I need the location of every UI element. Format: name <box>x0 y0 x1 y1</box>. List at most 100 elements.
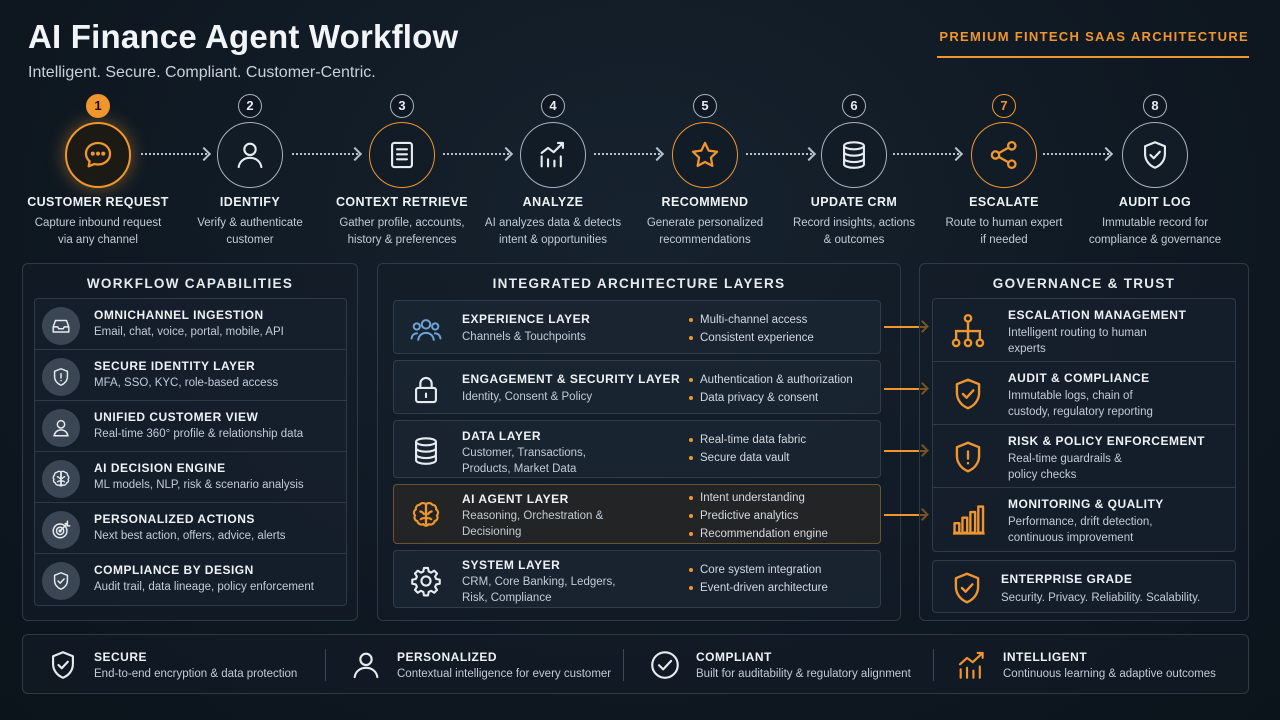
layer-name: AI AGENT LAYER <box>462 492 569 506</box>
document-icon <box>391 141 413 169</box>
governance-escalation-management[interactable]: ESCALATION MANAGEMENT Intelligent routin… <box>933 299 1235 362</box>
capability-name: COMPLIANCE BY DESIGN <box>94 563 254 577</box>
panel-title: WORKFLOW CAPABILITIES <box>86 276 294 291</box>
layer-bullets: Authentication & authorization Data priv… <box>689 371 879 407</box>
capability-name: PERSONALIZED ACTIONS <box>94 512 255 526</box>
step-number: 2 <box>238 94 262 118</box>
shield-check-icon <box>955 378 981 410</box>
layer-bullets: Multi-channel access Consistent experien… <box>689 311 879 347</box>
layer-bullet: Predictive analytics <box>689 507 879 525</box>
step-icon-circle <box>672 122 738 188</box>
shield-alert-icon <box>955 441 981 473</box>
page-title: AI Finance Agent Workflow <box>28 18 459 55</box>
capability-omnichannel-ingestion[interactable]: OMNICHANNEL INGESTION Email, chat, voice… <box>35 299 346 350</box>
governance-panel: GOVERNANCE & TRUST ESCALATION MANAGEMENT… <box>919 263 1249 621</box>
pillar-desc: Built for auditability & regulatory alig… <box>696 668 911 680</box>
step-label: IDENTIFY <box>219 195 281 209</box>
step-number: 6 <box>842 94 866 118</box>
divider <box>933 649 934 681</box>
layer-engagement-security[interactable]: ENGAGEMENT & SECURITY LAYER Identity, Co… <box>393 360 881 414</box>
governance-list: ESCALATION MANAGEMENT Intelligent routin… <box>932 298 1236 552</box>
layer-name: EXPERIENCE LAYER <box>462 312 591 326</box>
tagline-rule <box>937 56 1249 58</box>
capability-name: UNIFIED CUSTOMER VIEW <box>94 410 259 424</box>
capability-unified-customer-view[interactable]: UNIFIED CUSTOMER VIEW Real-time 360° pro… <box>35 401 346 452</box>
star-icon <box>691 141 719 168</box>
shield-check-icon <box>42 562 80 600</box>
capability-name: AI DECISION ENGINE <box>94 461 226 475</box>
pillar-name: COMPLIANT <box>696 650 772 664</box>
capability-desc: Audit trail, data lineage, policy enforc… <box>94 581 314 593</box>
step-icon-circle <box>520 122 586 188</box>
step-label: CONTEXT RETRIEVE <box>335 195 469 209</box>
capability-ai-decision-engine[interactable]: AI DECISION ENGINE ML models, NLP, risk … <box>35 452 346 503</box>
tagline: PREMIUM FINTECH SAAS ARCHITECTURE <box>939 29 1249 44</box>
step-label: UPDATE CRM <box>810 195 898 209</box>
governance-desc: Performance, drift detection, continuous… <box>1008 516 1153 544</box>
governance-monitoring-quality[interactable]: MONITORING & QUALITY Performance, drift … <box>933 488 1235 551</box>
architecture-layers-panel: INTEGRATED ARCHITECTURE LAYERS EXPERIENC… <box>377 263 901 621</box>
capability-name: OMNICHANNEL INGESTION <box>94 308 264 322</box>
flow-arrow <box>1043 153 1109 155</box>
user-icon <box>353 652 379 679</box>
layer-bullet: Consistent experience <box>689 329 879 347</box>
governance-risk-policy-enforcement[interactable]: RISK & POLICY ENFORCEMENT Real-time guar… <box>933 425 1235 488</box>
governance-name: ESCALATION MANAGEMENT <box>1008 308 1187 322</box>
panel-title: INTEGRATED ARCHITECTURE LAYERS <box>492 276 786 291</box>
page-subtitle: Intelligent. Secure. Compliant. Customer… <box>28 64 376 81</box>
layer-bullet: Multi-channel access <box>689 311 879 329</box>
governance-desc: Real-time guardrails & policy checks <box>1008 453 1122 481</box>
layer-bullet: Core system integration <box>689 561 879 579</box>
lock-icon <box>415 376 437 404</box>
brain-icon <box>42 460 80 498</box>
layer-ai-agent[interactable]: AI AGENT LAYER Reasoning, Orchestration … <box>393 484 881 544</box>
step-label: ANALYZE <box>522 195 584 209</box>
layer-data[interactable]: DATA LAYER Customer, Transactions, Produ… <box>393 420 881 478</box>
workflow-steps: 1 CUSTOMER REQUEST Capture inbound reque… <box>0 92 1280 252</box>
layer-experience[interactable]: EXPERIENCE LAYER Channels & Touchpoints … <box>393 300 881 354</box>
flow-arrow <box>443 153 509 155</box>
governance-audit-compliance[interactable]: AUDIT & COMPLIANCE Immutable logs, chain… <box>933 362 1235 425</box>
layer-bullets: Intent understanding Predictive analytic… <box>689 489 879 543</box>
database-icon <box>843 141 865 169</box>
gear-icon <box>411 566 441 597</box>
pillar-desc: Continuous learning & adaptive outcomes <box>1003 668 1216 680</box>
capability-desc: Real-time 360° profile & relationship da… <box>94 428 304 440</box>
capability-name: SECURE IDENTITY LAYER <box>94 359 256 373</box>
capability-personalized-actions[interactable]: PERSONALIZED ACTIONS Next best action, o… <box>35 503 346 554</box>
shield-alert-icon <box>42 358 80 396</box>
governance-desc: Intelligent routing to human experts <box>1008 327 1147 355</box>
trend-chart-icon <box>540 141 564 168</box>
layer-name: SYSTEM LAYER <box>462 558 561 572</box>
capability-compliance-by-design[interactable]: COMPLIANCE BY DESIGN Audit trail, data l… <box>35 554 346 605</box>
connector-arrow <box>884 514 926 516</box>
enterprise-desc: Security. Privacy. Reliability. Scalabil… <box>1001 592 1201 604</box>
layer-desc: Channels & Touchpoints <box>462 331 586 343</box>
layer-system[interactable]: SYSTEM LAYER CRM, Core Banking, Ledgers,… <box>393 550 881 608</box>
brain-icon <box>412 501 440 527</box>
capability-secure-identity-layer[interactable]: SECURE IDENTITY LAYER MFA, SSO, KYC, rol… <box>35 350 346 401</box>
pillar-desc: End-to-end encryption & data protection <box>94 668 298 680</box>
flow-arrow <box>141 153 207 155</box>
chat-bubble-icon <box>84 141 112 168</box>
flow-arrow <box>893 153 959 155</box>
step-number: 8 <box>1143 94 1167 118</box>
layer-desc: Customer, Transactions, Products, Market… <box>462 447 586 475</box>
connector-arrow <box>884 450 926 452</box>
layer-bullets: Real-time data fabric Secure data vault <box>689 431 879 467</box>
step-number: 5 <box>693 94 717 118</box>
layer-desc: Identity, Consent & Policy <box>462 391 593 403</box>
capability-desc: MFA, SSO, KYC, role-based access <box>94 377 279 389</box>
capability-list: OMNICHANNEL INGESTION Email, chat, voice… <box>34 298 347 606</box>
pillar-name: PERSONALIZED <box>397 650 498 664</box>
capability-desc: ML models, NLP, risk & scenario analysis <box>94 479 304 491</box>
governance-desc: Immutable logs, chain of custody, regula… <box>1008 390 1153 418</box>
database-icon <box>415 437 437 465</box>
layer-desc: CRM, Core Banking, Ledgers, Risk, Compli… <box>462 576 616 604</box>
flow-arrow <box>292 153 358 155</box>
user-icon <box>42 409 80 447</box>
